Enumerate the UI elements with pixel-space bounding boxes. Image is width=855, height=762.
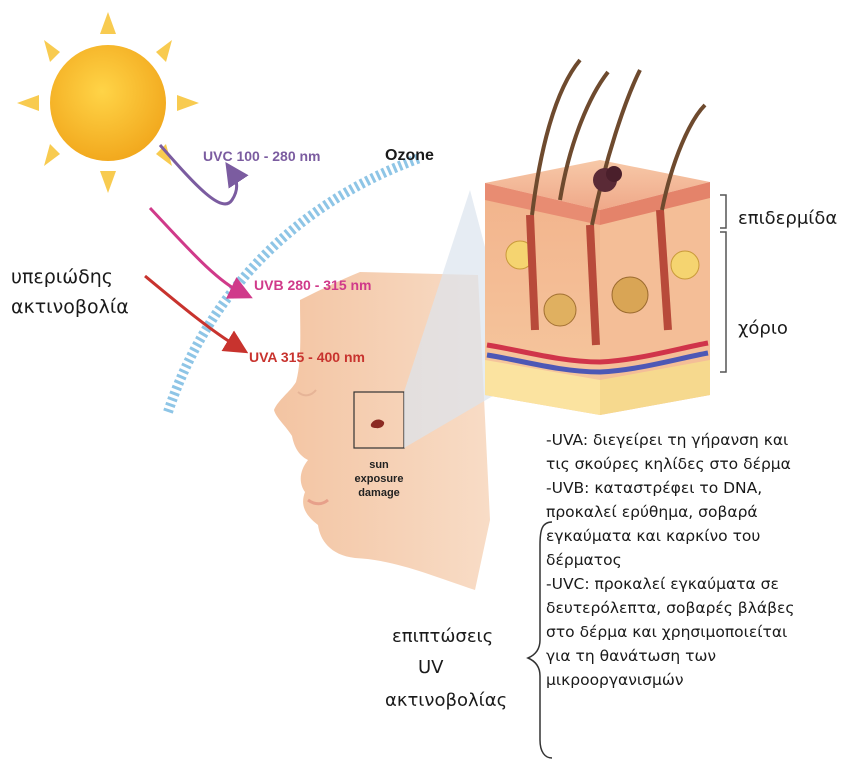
dermis-label: χόριο	[738, 318, 788, 339]
sun-damage-line3: damage	[348, 486, 410, 500]
effects-line: προκαλεί ερύθημα, σοβαρά	[546, 500, 852, 524]
sun-damage-line2: exposure	[348, 472, 410, 486]
effects-line: δευτερόλεπτα, σοβαρές βλάβες	[546, 596, 852, 620]
epidermis-label: επιδερμίδα	[738, 208, 837, 229]
uv-radiation-label-line2: ακτινοβολία	[11, 296, 129, 318]
sun-damage-line1: sun	[348, 458, 410, 472]
sun-damage-caption: sun exposure damage	[348, 458, 410, 500]
effects-line: -UVB: καταστρέφει το DNA,	[546, 476, 852, 500]
effects-line: -UVA: διεγείρει τη γήρανση και	[546, 428, 852, 452]
effects-line: για τη θανάτωση των	[546, 644, 852, 668]
effects-line: -UVC: προκαλεί εγκαύματα σε	[546, 572, 852, 596]
epidermis-bracket	[720, 195, 726, 228]
skin-cross-section	[485, 60, 710, 415]
effects-list: -UVA: διεγείρει τη γήρανση και τις σκούρ…	[546, 428, 852, 692]
effects-title-line3: ακτινοβολίας	[385, 690, 507, 711]
effects-line: δέρματος	[546, 548, 852, 572]
uvb-label: UVB 280 - 315 nm	[254, 277, 372, 293]
dermis-bracket	[720, 232, 726, 372]
uva-label: UVA 315 - 400 nm	[249, 349, 365, 365]
uvc-label: UVC 100 - 280 nm	[203, 148, 321, 164]
uv-radiation-label-line1: υπεριώδης	[11, 266, 113, 288]
uvb-arrow	[150, 208, 242, 293]
effects-line: στο δέρμα και χρησιμοποιείται	[546, 620, 852, 644]
effects-line: τις σκούρες κηλίδες στο δέρμα	[546, 452, 852, 476]
ozone-label: Ozone	[385, 147, 434, 165]
effects-line: μικροοργανισμών	[546, 668, 852, 692]
effects-title-line1: επιπτώσεις	[392, 626, 493, 647]
uva-arrow	[145, 276, 238, 347]
effects-line: εγκαύματα και καρκίνο του	[546, 524, 852, 548]
effects-title-line2: UV	[418, 657, 444, 678]
sun-icon	[17, 12, 199, 193]
